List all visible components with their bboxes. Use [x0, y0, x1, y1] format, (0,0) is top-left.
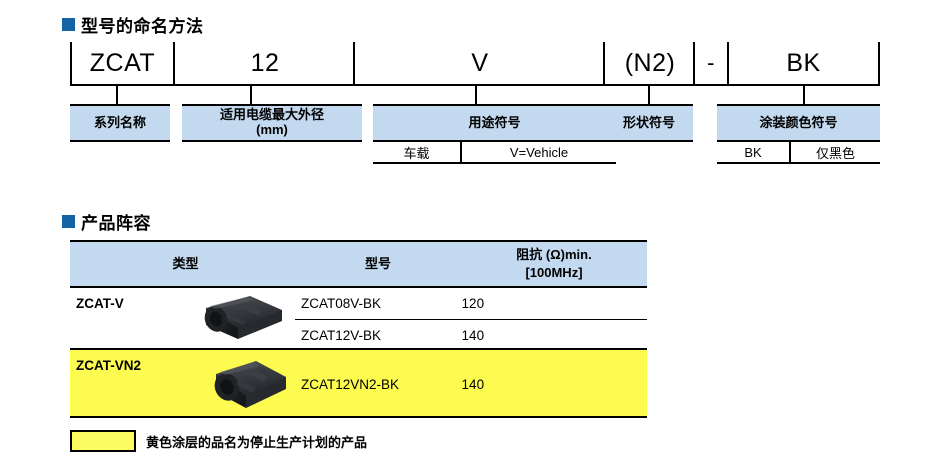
legend-text: 黄色涂层的品名为停止生产计划的产品 — [146, 434, 368, 450]
label-box-diameter: 适用电缆最大外径 (mm) — [182, 104, 362, 142]
connector-stem-shape — [648, 84, 650, 104]
code-part-hyphen: - — [707, 50, 715, 75]
section-heading-lineup: 产品阵容 — [62, 209, 151, 234]
ferrite-core-photo — [204, 296, 282, 339]
model-code-row: ZCAT 12 V (N2) - BK — [70, 42, 880, 86]
square-bullet-icon — [62, 18, 75, 31]
model-number: ZCAT12V-BK — [301, 327, 382, 343]
label-color-line1: 涂装颜色符号 — [759, 114, 838, 130]
code-part-color: BK — [727, 42, 880, 84]
label-box-series: 系列名称 — [70, 104, 170, 142]
label-diameter-line1: 适用电缆最大外径 — [219, 107, 324, 123]
connector-stem-usage — [475, 84, 477, 104]
table-header-row: 类型 型号 阻抗 (Ω)min. [100MHz] — [70, 240, 647, 288]
square-bullet-icon — [62, 215, 75, 228]
legend-color-swatch — [70, 430, 136, 452]
table-row: ZCAT12V-BK 140 — [295, 319, 647, 350]
label-box-color: 涂装颜色符号 — [717, 104, 880, 142]
section-title-lineup: 产品阵容 — [81, 214, 151, 233]
product-lineup-table: 类型 型号 阻抗 (Ω)min. [100MHz] ZCAT-V — [70, 240, 647, 418]
table-header-model-label: 型号 — [364, 256, 391, 272]
code-part-shape: (N2) — [605, 42, 695, 84]
label-shape-line1: 形状符号 — [622, 114, 675, 130]
label-series-line1: 系列名称 — [93, 114, 146, 130]
section-title-naming: 型号的命名方法 — [81, 17, 204, 36]
table-row: ZCAT08V-BK 120 — [295, 288, 647, 319]
code-part-diameter: 12 — [175, 42, 355, 84]
section-heading-naming: 型号的命名方法 — [62, 12, 204, 37]
table-row-group-zcat-vn2: ZCAT-VN2 ZCAT12VN2-BK 140 — [70, 350, 647, 418]
label-usage-line1: 用途符号 — [468, 114, 521, 130]
table-header-impedance-line2: [100MHz] — [525, 265, 583, 280]
model-number: ZCAT12VN2-BK — [301, 377, 400, 392]
impedance-value: 120 — [461, 296, 485, 311]
label-box-usage: 用途符号 — [373, 104, 616, 142]
table-header-type-label: 类型 — [172, 256, 199, 272]
product-type-label: ZCAT-V — [76, 296, 124, 311]
table-header-impedance: 阻抗 (Ω)min. [100MHz] — [455, 242, 647, 286]
code-part-usage: V — [355, 42, 605, 84]
impedance-value: 140 — [461, 377, 485, 392]
model-list-zcat-vn2: ZCAT12VN2-BK 140 — [295, 369, 647, 400]
connector-stem-color — [803, 84, 805, 104]
impedance-value: 140 — [461, 327, 485, 343]
sub-color-key: BK — [744, 144, 762, 160]
connector-stem-series — [116, 84, 118, 104]
code-part-series: ZCAT — [70, 42, 175, 84]
legend: 黄色涂层的品名为停止生产计划的产品 — [70, 430, 367, 452]
sub-color-value: 仅黑色 — [789, 142, 880, 162]
label-diameter-line2: (mm) — [256, 122, 288, 137]
model-list-zcat-v: ZCAT08V-BK 120 ZCAT12V-BK 140 — [295, 288, 647, 350]
sub-row-usage: 车载 V=Vehicle — [373, 142, 616, 164]
table-row-group-zcat-v: ZCAT-V — [70, 288, 647, 350]
ferrite-core-photo — [214, 361, 286, 408]
table-header-model: 型号 — [295, 242, 455, 286]
model-number: ZCAT08V-BK — [301, 296, 382, 311]
sub-usage-value: V=Vehicle — [460, 142, 616, 162]
table-header-type: 类型 — [70, 242, 295, 286]
table-row: ZCAT12VN2-BK 140 — [295, 369, 647, 400]
naming-diagram: ZCAT 12 V (N2) - BK 系列名称 适用电缆最大外径 (mm) 用… — [70, 42, 880, 167]
sub-row-color: BK 仅黑色 — [717, 142, 880, 164]
sub-usage-key: 车载 — [403, 145, 430, 161]
label-box-shape: 形状符号 — [605, 104, 693, 142]
product-type-label: ZCAT-VN2 — [76, 358, 142, 373]
table-header-impedance-line1: 阻抗 (Ω)min. — [516, 247, 592, 263]
connector-stem-diameter — [250, 84, 252, 104]
